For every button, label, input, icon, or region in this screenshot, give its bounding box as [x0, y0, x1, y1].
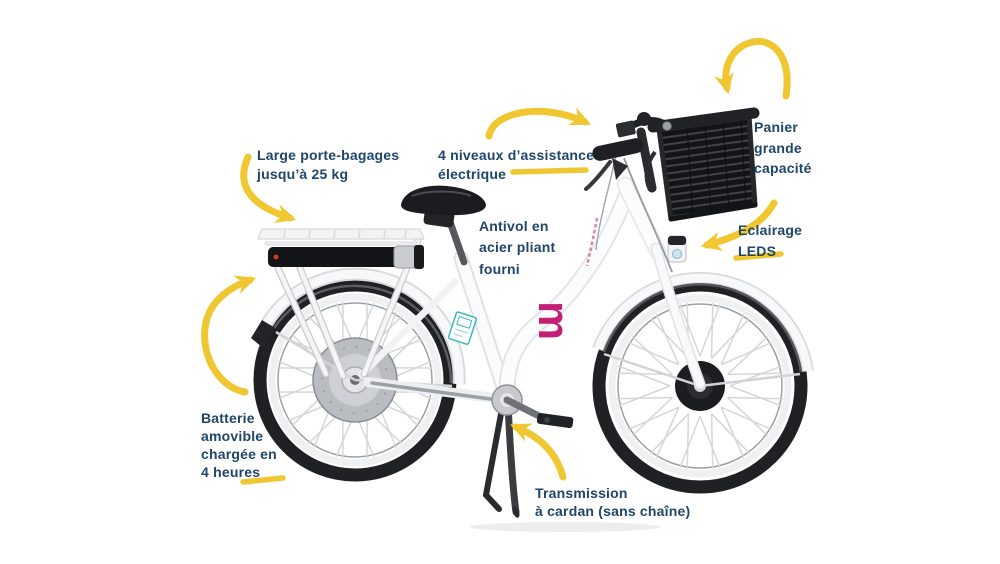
rear-rack	[257, 228, 425, 380]
saddle	[401, 185, 486, 266]
underline-4-heures	[240, 475, 286, 485]
fork	[650, 242, 706, 390]
frame-logo: m	[529, 217, 599, 340]
underline-leds	[733, 251, 784, 261]
callout-battery-label: Batterie amovible chargée en 4 heures	[201, 410, 277, 480]
brake-lever	[584, 160, 612, 191]
front-light	[667, 235, 687, 263]
annotation-arrows	[201, 37, 791, 485]
front-fender	[592, 272, 814, 388]
callout-basket-label: Panier grande capacité	[754, 119, 812, 177]
ground-shadow	[470, 522, 660, 532]
arrow-to-assist-controls-icon	[485, 107, 591, 140]
battery-pack	[268, 245, 424, 269]
arrow-to-front-light-icon	[700, 199, 778, 251]
loop-arrow-to-basket-icon	[714, 37, 791, 100]
kickstand	[482, 400, 520, 518]
frame-logo-letter: m	[529, 301, 578, 340]
arrow-to-rack-icon	[240, 153, 297, 224]
front-spokes	[616, 302, 784, 470]
drive-shaft	[363, 377, 507, 404]
frame-micro-text	[585, 217, 599, 267]
underline-assistance	[510, 167, 589, 175]
front-basket	[644, 107, 760, 222]
arrow-to-cardan-icon	[509, 423, 567, 481]
callout-transmission-label: Transmission à cardan (sans chaîne)	[535, 485, 691, 520]
bike-illustration: m	[251, 107, 814, 518]
seat-stay	[358, 278, 459, 378]
callout-rack-label: Large porte-bagages jusqu’à 25 kg	[257, 147, 400, 183]
frame	[453, 176, 667, 408]
callout-lock-label: Antivol en acier pliant fourni	[479, 218, 556, 277]
arrow-to-battery-icon	[201, 275, 257, 396]
rear-fender	[251, 267, 466, 388]
callout-lighting-label: Eclairage LEDS	[738, 222, 803, 259]
brake-lever-body	[612, 158, 628, 180]
rear-mudflap	[251, 320, 275, 348]
basket-bolt	[662, 121, 672, 131]
crankset	[491, 384, 574, 429]
handlebar-grip	[592, 138, 644, 161]
callout-assistance-label: 4 niveaux d’assistance électrique	[438, 147, 595, 183]
frame-sticker	[447, 311, 478, 345]
assist-control-display	[615, 120, 636, 138]
bell-icon	[637, 112, 651, 126]
